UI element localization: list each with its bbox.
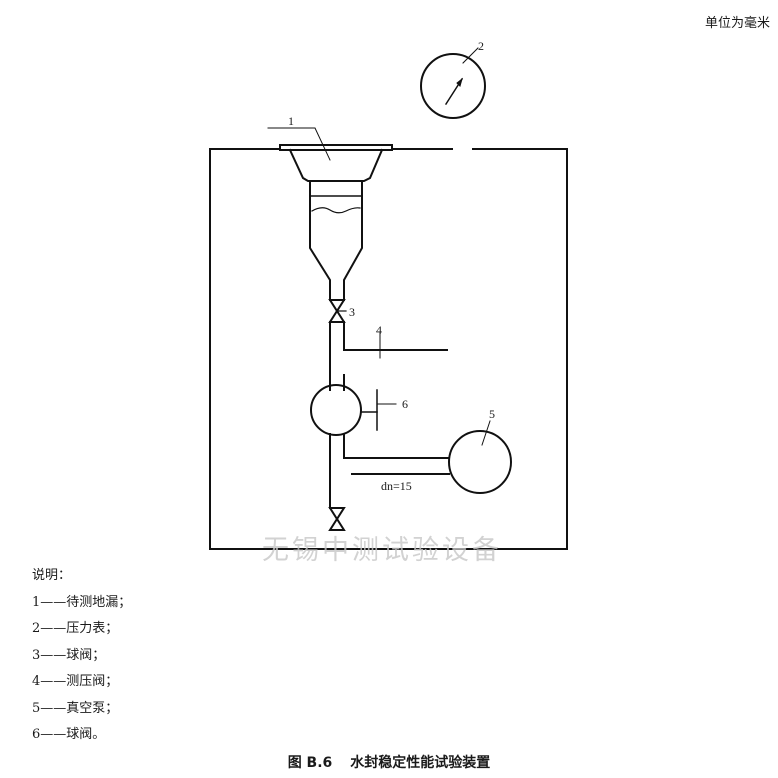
bottom-valve-icon (328, 507, 346, 531)
legend-item: 2——压力表； (32, 621, 119, 636)
pressure-gauge-icon (420, 53, 486, 119)
legend-item: 1——待测地漏； (32, 594, 132, 610)
callout-5: 5 (489, 407, 495, 421)
floor-drain-icon (279, 144, 393, 301)
figure-title: 水封稳定性能试验装置 (350, 755, 491, 771)
callout-6: 6 (402, 397, 408, 411)
tank-box (209, 148, 568, 550)
legend: 说明： 1——待测地漏； 2——压力表； 3——球阀； 4——测压阀； 5——真… (32, 563, 131, 749)
callout-2: 2 (478, 39, 484, 53)
watermark: 无锡中测试验设备 (262, 535, 502, 566)
legend-title: 说明： (32, 568, 72, 583)
legend-item: 3——球阀； (32, 647, 106, 663)
dimension-label: dn=15 (381, 479, 412, 493)
vacuum-pump-icon (448, 430, 512, 494)
callout-3: 3 (349, 305, 355, 319)
figure-number: 图 B.6 (287, 755, 333, 771)
main-pipe (329, 321, 448, 391)
ball-valve-6-icon (310, 384, 378, 436)
ball-valve-3-icon (328, 299, 347, 323)
legend-item: 4——测压阀； (32, 674, 119, 689)
legend-item: 5——真空泵； (32, 700, 119, 716)
leader-lines (267, 47, 491, 446)
callout-4: 4 (376, 323, 382, 337)
unit-note: 单位为毫米 (704, 16, 770, 31)
lower-pipe (329, 433, 450, 509)
callout-1: 1 (288, 114, 294, 128)
legend-item: 6——球阀。 (32, 727, 106, 742)
figure-caption: 图 B.6 水封稳定性能试验装置 (0, 752, 778, 772)
